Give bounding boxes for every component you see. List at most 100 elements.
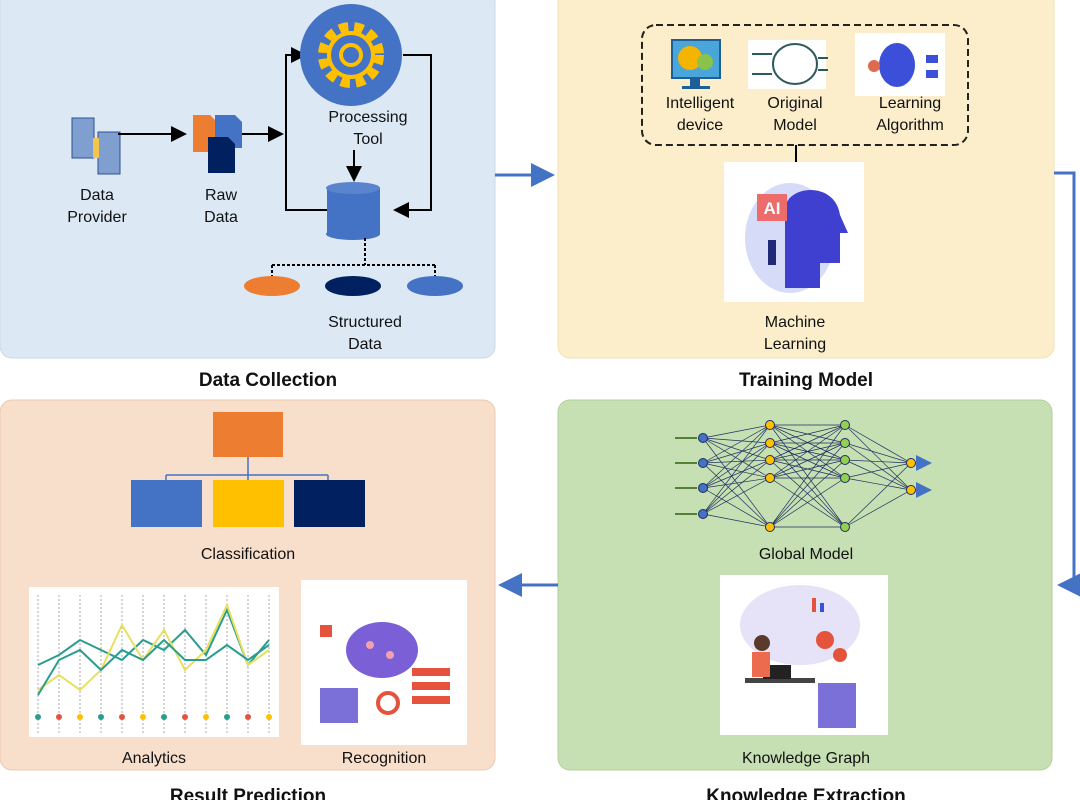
raw-data-icon — [193, 115, 242, 173]
marker — [245, 714, 251, 720]
nn-edge — [702, 442, 771, 489]
marker — [140, 714, 146, 720]
marker — [98, 714, 104, 720]
nn-edge — [702, 437, 771, 528]
nn-edge — [844, 489, 912, 528]
analytics-chart-illustration — [29, 587, 279, 737]
marker — [77, 714, 83, 720]
nn-edge — [702, 442, 771, 464]
nn-node — [765, 420, 775, 430]
nn-node — [840, 522, 850, 532]
nn-edge — [844, 477, 912, 491]
global-model-neural-network — [675, 420, 932, 532]
nn-edge — [769, 424, 846, 461]
processing-tool-label-2: Tool — [353, 131, 382, 148]
nn-node — [765, 522, 775, 532]
nn-edge — [844, 459, 912, 491]
marker — [203, 714, 209, 720]
nn-edge — [702, 424, 771, 464]
data-provider-label: Data — [80, 187, 114, 204]
nn-edge — [702, 424, 771, 439]
marker — [35, 714, 41, 720]
nn-node — [698, 509, 708, 519]
nn-node — [840, 420, 850, 430]
nn-node — [906, 485, 916, 495]
nn-edge — [702, 459, 771, 489]
inputs-group — [641, 24, 969, 146]
classification-tree — [131, 412, 365, 527]
training-model-title: Training Model — [739, 370, 873, 391]
nn-edge — [702, 437, 771, 444]
trend-line — [37, 638, 270, 696]
learning-algorithm-icon — [855, 33, 945, 96]
nn-node — [906, 458, 916, 468]
nn-edge — [844, 459, 912, 464]
nn-node — [840, 455, 850, 465]
nn-node — [765, 438, 775, 448]
raw-data-label: Raw — [205, 187, 237, 204]
structured-data-label: Structured — [328, 314, 402, 331]
nn-edge — [702, 424, 771, 489]
nn-node — [698, 483, 708, 493]
recognition-illustration — [301, 580, 467, 745]
panel-data-collection — [0, 0, 496, 359]
ai-badge: AI — [764, 199, 781, 218]
nn-edge — [844, 424, 912, 464]
nn-edge — [702, 477, 771, 489]
structured-data-icons — [244, 276, 463, 296]
intelligent-device-label: Intelligent — [666, 95, 735, 112]
database-icon — [326, 182, 380, 240]
nn-edge — [702, 513, 771, 528]
nn-node — [765, 473, 775, 483]
processing-tool-gear-icon — [300, 4, 402, 106]
flow-arrows — [495, 163, 1080, 597]
knowledge-graph-illustration — [720, 575, 888, 735]
data-provider-label-2: Provider — [67, 209, 127, 226]
nn-edge — [844, 462, 912, 528]
nn-edge — [844, 442, 912, 491]
nn-edge — [702, 424, 771, 515]
nn-edge — [769, 424, 846, 528]
raw-data-label-2: Data — [204, 209, 238, 226]
nn-node — [765, 455, 775, 465]
nn-node — [840, 473, 850, 483]
analytics-label: Analytics — [122, 750, 186, 767]
trend-line — [37, 602, 270, 692]
classification-label: Classification — [201, 546, 295, 563]
nn-edge — [844, 442, 912, 464]
arrow — [393, 54, 432, 218]
nn-node — [698, 458, 708, 468]
marker — [182, 714, 188, 720]
marker — [266, 714, 272, 720]
nn-edge — [702, 462, 771, 479]
data-collection-title: Data Collection — [199, 370, 337, 391]
nn-edge — [702, 459, 771, 464]
nn-edge — [769, 442, 846, 479]
data-provider-icon — [71, 117, 121, 175]
nn-edge — [769, 442, 846, 528]
nn-edge — [702, 477, 771, 515]
original-model-label-2: Model — [773, 117, 817, 134]
nn-edge — [844, 462, 912, 479]
recognition-label: Recognition — [342, 750, 427, 767]
learning-algorithm-label: Learning — [879, 95, 941, 112]
nn-edge — [769, 459, 846, 528]
nn-edge — [702, 442, 771, 515]
original-model-label: Original — [767, 95, 822, 112]
machine-learning-illustration: AI — [724, 162, 864, 302]
nn-edge — [702, 459, 771, 515]
nn-edge — [702, 462, 771, 528]
nn-edge — [702, 487, 771, 528]
nn-edge — [769, 424, 846, 479]
nn-node — [698, 433, 708, 443]
marker — [161, 714, 167, 720]
marker — [119, 714, 125, 720]
intelligent-device-icon — [671, 39, 721, 89]
nn-edge — [769, 424, 846, 444]
machine-learning-label-2: Learning — [764, 336, 826, 353]
structured-data-label-2: Data — [348, 336, 382, 353]
nn-edge — [844, 424, 912, 491]
nn-edge — [769, 477, 846, 528]
learning-algorithm-label-2: Algorithm — [876, 117, 944, 134]
